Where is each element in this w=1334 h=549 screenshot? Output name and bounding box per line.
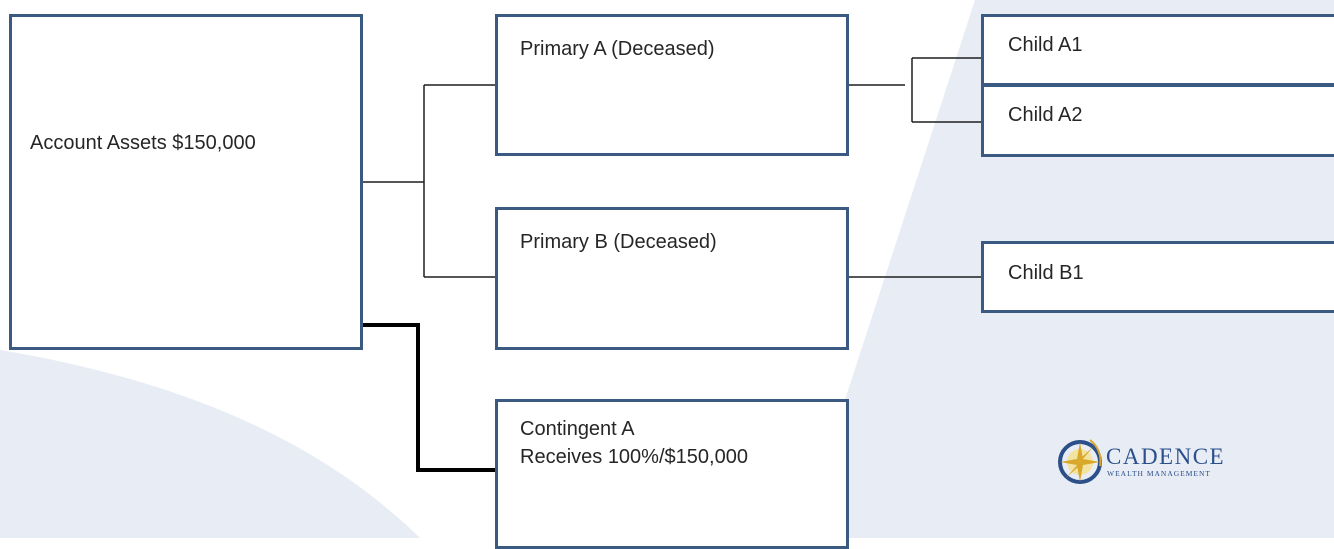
child-a2-label: Child A2 [1008, 104, 1083, 126]
compass-star-icon [1058, 439, 1102, 484]
contingent-a-label: Contingent A [520, 418, 635, 440]
child-b1-label: Child B1 [1008, 262, 1084, 284]
background-band-left [0, 350, 420, 538]
child-a1-box: Child A1 [981, 14, 1334, 86]
contingent-a-box: Contingent A Receives 100%/$150,000 [495, 399, 849, 549]
account-assets-box: Account Assets $150,000 [9, 14, 363, 350]
connector-to-contingent [362, 323, 497, 472]
primary-a-box: Primary A (Deceased) [495, 14, 849, 156]
connector-lines [362, 57, 984, 472]
logo-wordmark: CADENCE [1106, 444, 1226, 469]
child-a2-box: Child A2 [981, 84, 1334, 157]
primary-a-label: Primary A (Deceased) [520, 38, 715, 60]
logo-tagline: WEALTH MANAGEMENT [1107, 469, 1212, 478]
contingent-a-detail: Receives 100%/$150,000 [520, 446, 748, 468]
child-a1-label: Child A1 [1008, 34, 1083, 56]
account-assets-label: Account Assets $150,000 [30, 132, 256, 154]
primary-b-box: Primary B (Deceased) [495, 207, 849, 350]
child-b1-box: Child B1 [981, 241, 1334, 313]
primary-b-label: Primary B (Deceased) [520, 231, 717, 253]
